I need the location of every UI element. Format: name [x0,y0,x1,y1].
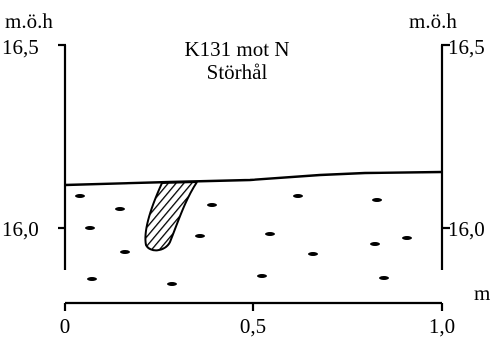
stone [265,232,275,236]
x-tick-label-1-0: 1,0 [429,314,455,338]
x-unit-label: m [474,281,490,305]
section-subtitle: Störhål [207,60,268,84]
right-tick-label-16-0: 16,0 [448,217,485,241]
stone [370,242,380,246]
stone [85,226,95,230]
left-tick-label-16-5: 16,5 [2,35,39,59]
stone [167,282,177,286]
right-tick-label-16-5: 16,5 [448,35,485,59]
right-elevation-axis: m.ö.h 16,5 16,0 [409,9,485,270]
left-tick-label-16-0: 16,0 [2,217,39,241]
stone [120,250,130,254]
stone [257,274,267,278]
stone [195,234,205,238]
stone [372,198,382,202]
soil-stones [75,194,412,286]
x-tick-label-0: 0 [60,314,71,338]
posthole-feature [144,180,199,252]
x-tick-label-0-5: 0,5 [240,314,266,338]
ground-surface-line [64,170,443,187]
stone [115,207,125,211]
stone [87,277,97,281]
section-title: K131 mot N [185,37,290,61]
stone [308,252,318,256]
stone [75,194,85,198]
right-unit-label: m.ö.h [409,9,457,33]
left-unit-label: m.ö.h [5,9,53,33]
stone [293,194,303,198]
stone [207,203,217,207]
left-elevation-axis: m.ö.h 16,5 16,0 [2,9,67,270]
stone [402,236,412,240]
stone [379,276,389,280]
distance-axis: m 0 0,5 1,0 [60,281,491,338]
